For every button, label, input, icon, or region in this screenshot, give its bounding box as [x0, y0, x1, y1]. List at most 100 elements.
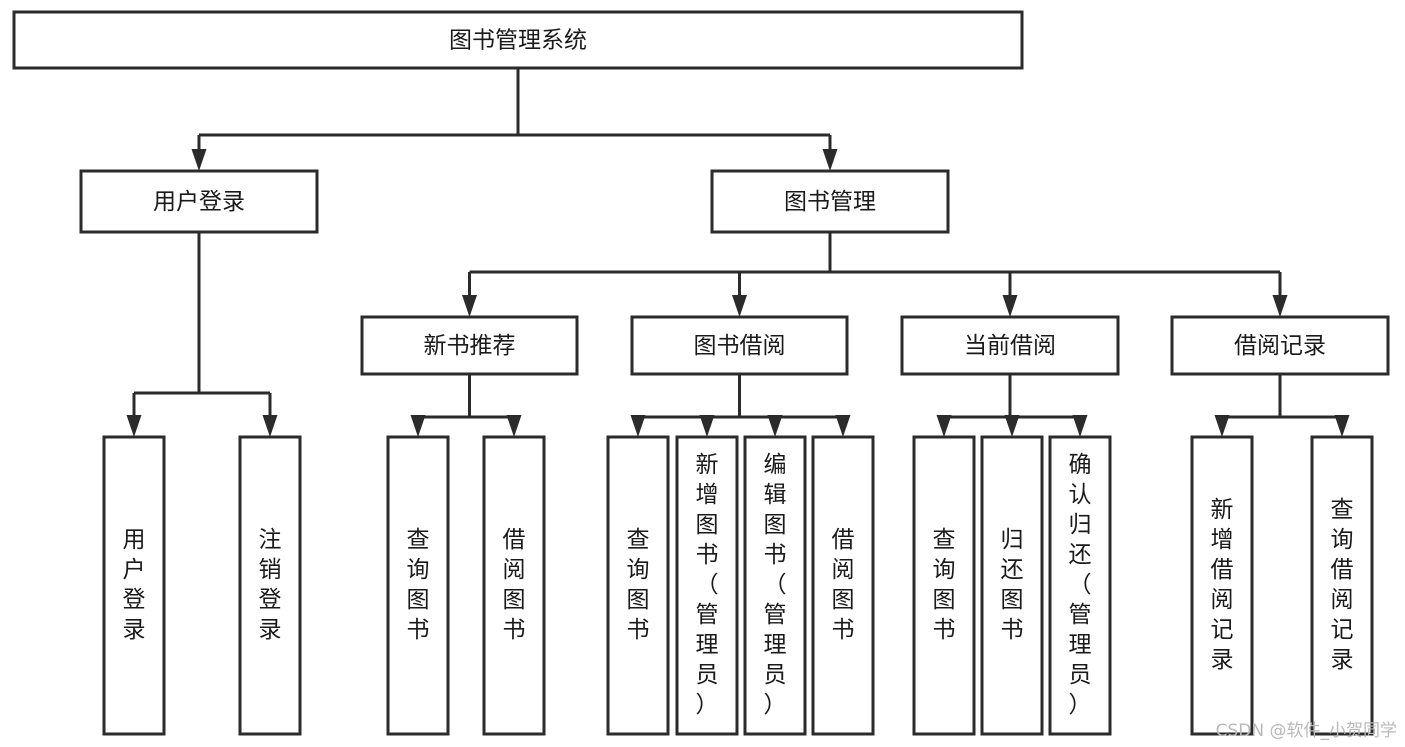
node-label-char: 记 [1211, 617, 1234, 643]
node-label-char: 录 [1331, 647, 1354, 673]
node-label-char: 图 [696, 512, 719, 538]
node-border [1190, 435, 1254, 736]
node-label-char: 图 [503, 587, 526, 613]
node-label-char: 还 [1001, 557, 1024, 583]
node-label-char: 用 [123, 527, 146, 553]
node-label-char: 编 [764, 452, 787, 478]
node-border [710, 169, 950, 234]
node-current-borrow[interactable]: 当前借阅 [900, 315, 1120, 376]
arrow-head-icon [732, 295, 747, 317]
node-new-book-recommend[interactable]: 新书推荐 [360, 315, 579, 376]
node-label-char: 认 [1069, 482, 1092, 508]
node-label-char: 阅 [832, 557, 855, 583]
node-label-char: 查 [1331, 497, 1354, 523]
node-border [482, 435, 546, 736]
node-label-char: 借 [503, 527, 526, 553]
node-label-char: 录 [123, 617, 146, 643]
arrow-head-icon [410, 415, 426, 437]
node-label-char: ） [1069, 692, 1092, 718]
node-label-char: 查 [407, 527, 430, 553]
node-label-char: 户 [123, 557, 146, 583]
node-label-char: （ [764, 572, 787, 598]
node-border [811, 435, 875, 736]
node-label-char: 理 [696, 632, 719, 658]
node-label: 新书推荐 [424, 333, 516, 359]
node-border [630, 315, 849, 376]
node-boxes: 图书管理系统用户登录图书管理新书推荐图书借阅当前借阅借阅记录用户登录注销登录查询… [12, 10, 1390, 736]
node-label-char: 图 [1001, 587, 1024, 613]
node-label-char: 注 [259, 527, 282, 553]
node-label-char: 询 [933, 557, 956, 583]
node-label-char: 书 [933, 617, 956, 643]
node-book-manage[interactable]: 图书管理 [710, 169, 950, 234]
node-border [912, 435, 976, 736]
node-label-char: 录 [259, 617, 282, 643]
node-label-char: 辑 [764, 482, 787, 508]
node-label-char: 确 [1069, 452, 1092, 478]
node-label-char: 理 [764, 632, 787, 658]
connector-lines [126, 68, 1350, 437]
node-label-char: 图 [407, 587, 430, 613]
node-label-char: 借 [832, 527, 855, 553]
node-label-char: 记 [1331, 617, 1354, 643]
arrow-head-icon [1334, 415, 1350, 437]
arrow-head-icon [699, 415, 715, 437]
arrow-head-icon [936, 415, 952, 437]
node-label-char: 书 [764, 542, 787, 568]
arrow-head-icon [262, 415, 278, 437]
node-leaf-user-login[interactable]: 用户登录 [102, 435, 166, 736]
node-label-char: 询 [1331, 527, 1354, 553]
node-label-char: 管 [764, 602, 787, 628]
node-label-char: 查 [627, 527, 650, 553]
node-root[interactable]: 图书管理系统 [12, 10, 1024, 70]
node-border [79, 169, 319, 234]
node-label-char: 书 [832, 617, 855, 643]
node-label-char: 员 [1069, 662, 1092, 688]
node-label-char: 书 [407, 617, 430, 643]
node-label-char: 阅 [1211, 587, 1234, 613]
node-label: 图书借阅 [694, 333, 786, 359]
node-label-char: 询 [407, 557, 430, 583]
node-label: 当前借阅 [964, 333, 1056, 359]
node-label: 借阅记录 [1234, 333, 1326, 359]
node-label-char: 增 [1211, 527, 1234, 553]
node-label-char: 图 [832, 587, 855, 613]
node-border [1310, 435, 1374, 736]
node-border [360, 315, 579, 376]
node-label-char: 管 [696, 602, 719, 628]
arrow-head-icon [767, 415, 783, 437]
node-label-char: 登 [259, 587, 282, 613]
arrow-head-icon [462, 295, 477, 317]
node-user-login[interactable]: 用户登录 [79, 169, 319, 234]
node-label-char: 查 [933, 527, 956, 553]
node-border [606, 435, 670, 736]
node-label-char: 借 [1211, 557, 1234, 583]
node-label-char: （ [696, 572, 719, 598]
node-label-char: 归 [1069, 512, 1092, 538]
node-border [238, 435, 302, 736]
node-label: 用户登录 [153, 189, 245, 215]
node-book-borrow[interactable]: 图书借阅 [630, 315, 849, 376]
arrow-head-icon [1004, 415, 1020, 437]
node-border [900, 315, 1120, 376]
node-label-char: 理 [1069, 632, 1092, 658]
arrow-head-icon [1214, 415, 1230, 437]
node-label-char: 增 [696, 482, 719, 508]
arrow-head-icon [126, 415, 142, 437]
node-borrow-record[interactable]: 借阅记录 [1170, 315, 1390, 376]
node-label-char: 阅 [1331, 587, 1354, 613]
